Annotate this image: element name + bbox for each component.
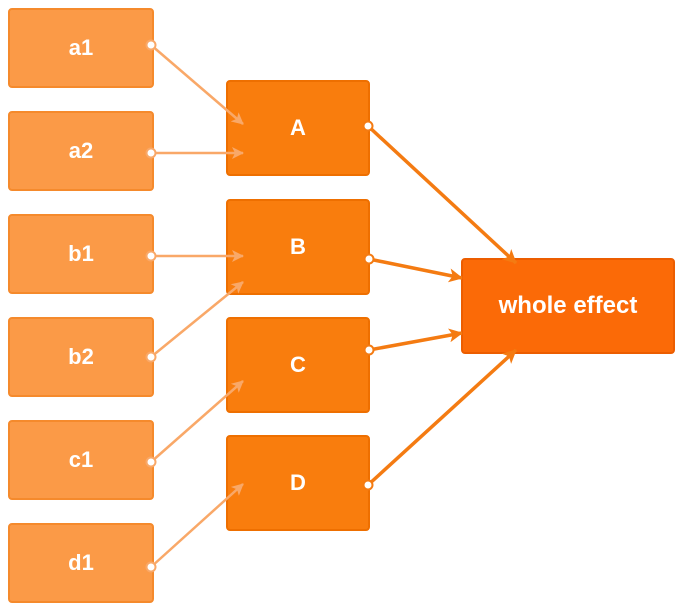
node-B: B [226,199,370,295]
node-C-label: C [290,352,306,377]
node-a2: a2 [8,111,154,191]
node-b1: b1 [8,214,154,294]
node-d1-label: d1 [68,550,94,575]
node-A: A [226,80,370,176]
node-a1-label: a1 [68,35,94,60]
edge-C-to-whole-effect [368,328,463,352]
node-D-label: D [290,470,306,495]
node-b1-label: b1 [68,241,94,266]
edge-B-to-whole-effect [368,257,463,283]
node-a1: a1 [8,8,154,88]
edge-D-to-whole-effect [366,348,518,487]
node-b2: b2 [8,317,154,397]
node-B-label: B [290,234,306,259]
node-whole-effect: whole effect [461,258,675,354]
node-A-label: A [290,115,306,140]
node-c1: c1 [8,420,154,500]
node-b2-label: b2 [68,344,94,369]
node-a2-label: a2 [68,138,94,163]
node-c1-label: c1 [68,447,94,472]
node-C: C [226,317,370,413]
node-D: D [226,435,370,531]
node-d1: d1 [8,523,154,603]
node-whole-effect-label: whole effect [498,292,638,319]
edge-A-to-whole-effect [366,124,518,265]
